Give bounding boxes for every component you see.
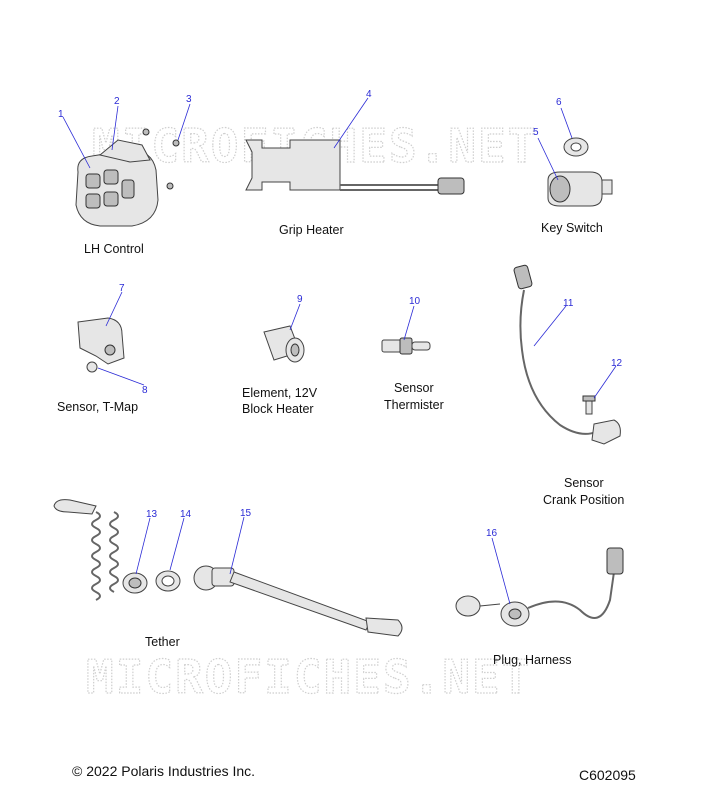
callout-2: 2 (114, 96, 120, 107)
leader-14 (169, 517, 185, 571)
callout-1: 1 (58, 109, 64, 120)
label-key-switch: Key Switch (541, 221, 603, 235)
leader-12 (593, 365, 617, 399)
leader-8 (97, 367, 145, 386)
leader-4 (333, 97, 369, 149)
label-lh-control: LH Control (84, 242, 144, 256)
callout-15: 15 (240, 508, 252, 519)
leader-10 (403, 305, 415, 341)
callout-12: 12 (611, 358, 623, 369)
callout-6: 6 (556, 97, 562, 108)
callout-9: 9 (297, 294, 303, 305)
thermister-sensor-part (381, 337, 431, 355)
label-plug-harness: Plug, Harness (493, 653, 572, 667)
leader-16 (491, 537, 511, 605)
callout-14: 14 (180, 509, 192, 520)
label-thermister-line1: Sensor (394, 381, 434, 395)
tether-part (53, 499, 181, 601)
leader-5 (537, 137, 559, 181)
callout-4: 4 (366, 89, 372, 100)
leader-2 (111, 105, 119, 151)
leader-6 (560, 107, 573, 139)
grip-heater-part (245, 139, 465, 195)
callout-7: 7 (119, 283, 125, 294)
crank-position-sensor-part (513, 264, 621, 445)
diagram-code: C602095 (579, 767, 636, 783)
label-tether: Tether (145, 635, 180, 649)
watermark-bottom: MICROFICHES.NET (86, 650, 531, 704)
label-element-line1: Element, 12V (242, 386, 318, 400)
callout-5: 5 (533, 127, 539, 138)
leader-1 (62, 116, 91, 169)
callout-10: 10 (409, 296, 421, 307)
label-grip-heater: Grip Heater (279, 223, 344, 237)
leader-3 (177, 103, 191, 141)
leader-13 (135, 517, 151, 575)
leader-9 (289, 303, 301, 331)
plug-harness-part (455, 547, 624, 627)
label-crank-line2: Crank Position (543, 493, 624, 507)
sensor-tmap-part (77, 317, 125, 373)
label-crank-line1: Sensor (564, 476, 604, 490)
copyright-text: © 2022 Polaris Industries Inc. (72, 763, 255, 779)
label-thermister-line2: Thermister (384, 398, 444, 412)
callout-11: 11 (563, 298, 574, 309)
callout-3: 3 (186, 94, 192, 105)
leader-11 (533, 305, 567, 347)
tether-cable-part (193, 565, 403, 637)
lh-control-part (75, 128, 180, 227)
leader-7 (105, 291, 123, 327)
key-switch-part (547, 137, 613, 207)
callout-16: 16 (486, 528, 498, 539)
callout-8: 8 (142, 385, 148, 396)
leader-15 (229, 516, 245, 575)
callout-13: 13 (146, 509, 158, 520)
label-sensor-tmap: Sensor, T-Map (57, 400, 138, 414)
block-heater-element-part (263, 325, 305, 363)
label-element-line2: Block Heater (242, 402, 314, 416)
